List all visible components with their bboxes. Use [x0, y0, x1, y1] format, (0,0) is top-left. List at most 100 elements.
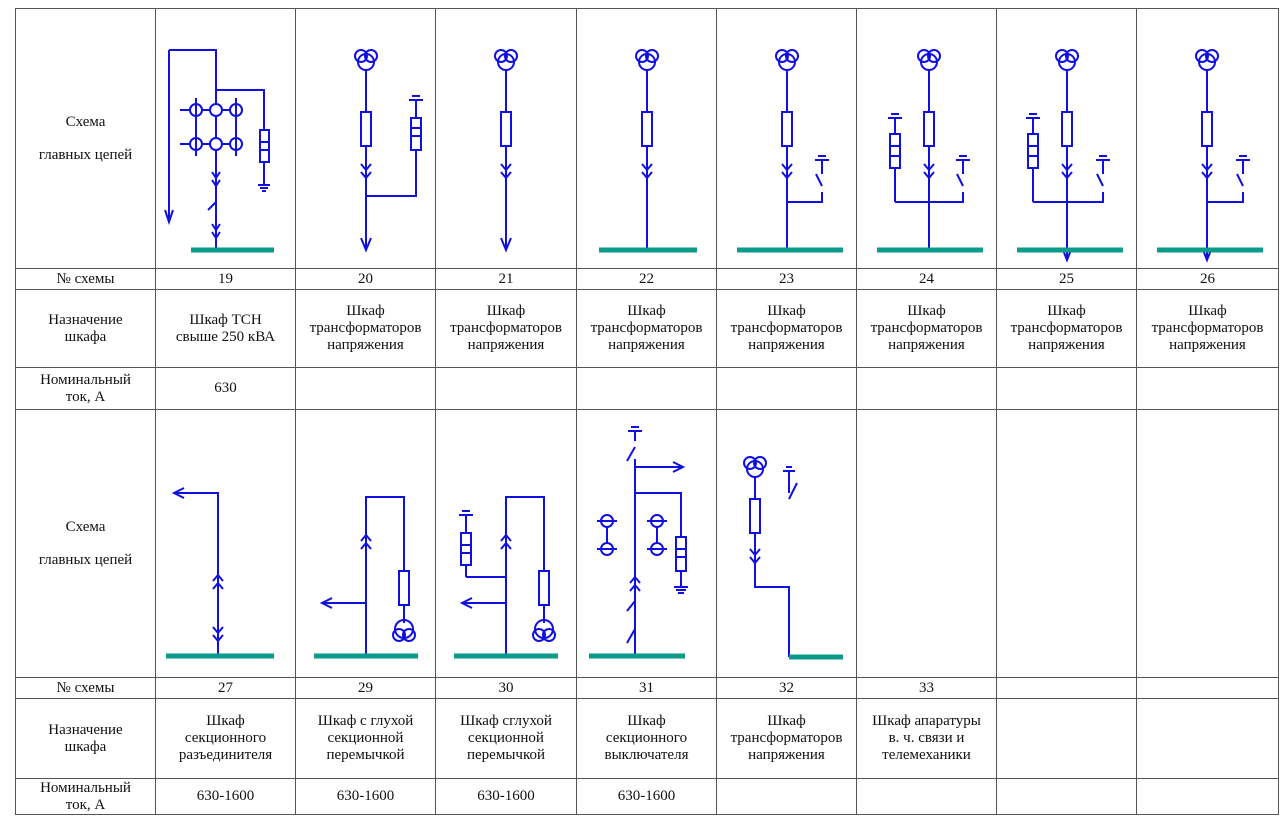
- purpose-line: Шкаф: [346, 303, 385, 319]
- scheme-label-line1: Схема: [65, 518, 106, 535]
- number-label: № схемы: [15, 268, 156, 290]
- purpose-label-line2: шкафа: [64, 738, 107, 755]
- purpose-line: телемеханики: [882, 747, 971, 763]
- purpose-label: Назначение шкафа: [15, 289, 156, 368]
- top-scheme-row: Схема главных цепей: [15, 8, 1279, 269]
- scheme-label: Схема главных цепей: [15, 409, 156, 678]
- number-cell: 32: [716, 677, 857, 699]
- purpose-cell: [1136, 698, 1279, 779]
- scheme-32: [716, 409, 857, 678]
- scheme-23: [716, 8, 857, 269]
- number-label: № схемы: [15, 677, 156, 699]
- scheme-empty: [996, 409, 1137, 678]
- schemes-table: Схема главных цепей: [15, 8, 1279, 815]
- purpose-line: напряжения: [888, 337, 965, 353]
- scheme-label-line2: главных цепей: [38, 551, 133, 568]
- purpose-line: перемычкой: [326, 747, 405, 763]
- purpose-line: Шкаф апаратуры: [872, 713, 981, 729]
- purpose-label-line1: Назначение: [48, 311, 123, 328]
- scheme-26: [1136, 8, 1279, 269]
- purpose-line: свыше 250 кВА: [175, 328, 276, 345]
- current-cell: 630-1600: [576, 778, 717, 815]
- scheme-25: [996, 8, 1137, 269]
- purpose-line: секционного: [184, 730, 267, 746]
- purpose-line: трансформаторов: [1151, 320, 1264, 336]
- current-cell: 630: [155, 367, 296, 410]
- purpose-line: Шкаф: [627, 303, 666, 319]
- number-cell: 30: [435, 677, 577, 699]
- purpose-line: разъединителя: [178, 747, 273, 763]
- scheme-label-line1: Схема: [65, 113, 106, 130]
- number-cell: 20: [295, 268, 436, 290]
- purpose-line: Шкаф: [486, 303, 526, 319]
- number-cell: [1136, 677, 1279, 699]
- purpose-line: трансформаторов: [590, 320, 703, 336]
- current-cell: [716, 778, 857, 815]
- purpose-line: напряжения: [1028, 337, 1105, 353]
- number-cell: 31: [576, 677, 717, 699]
- scheme-19: [155, 8, 296, 269]
- number-cell: 21: [435, 268, 577, 290]
- number-cell: 25: [996, 268, 1137, 290]
- current-cell: [1136, 778, 1279, 815]
- purpose-line: Шкаф: [1188, 303, 1227, 319]
- number-cell: 33: [856, 677, 997, 699]
- purpose-label: Назначение шкафа: [15, 698, 156, 779]
- purpose-line: выключателя: [604, 747, 689, 763]
- current-cell: [856, 367, 997, 410]
- purpose-line: секционной: [327, 730, 404, 746]
- purpose-line: Шкаф: [907, 303, 946, 319]
- scheme-empty: [1136, 409, 1279, 678]
- current-cell: 630-1600: [435, 778, 577, 815]
- number-cell: 23: [716, 268, 857, 290]
- current-cell: [856, 778, 997, 815]
- purpose-line: секционного: [605, 730, 688, 746]
- scheme-20: [295, 8, 436, 269]
- scheme-label: Схема главных цепей: [15, 8, 156, 269]
- scheme-24: [856, 8, 997, 269]
- current-label-line2: ток, А: [65, 796, 106, 813]
- current-cell: [576, 367, 717, 410]
- purpose-line: трансформаторов: [309, 320, 422, 336]
- scheme-27: [155, 409, 296, 678]
- current-cell: [1136, 367, 1279, 410]
- number-cell: 19: [155, 268, 296, 290]
- current-cell: [435, 367, 577, 410]
- current-cell: [295, 367, 436, 410]
- purpose-line: напряжения: [467, 337, 545, 353]
- purpose-line: секционной: [468, 730, 544, 746]
- current-label-line1: Номинальный: [40, 779, 131, 796]
- number-cell: 29: [295, 677, 436, 699]
- scheme-31: [576, 409, 717, 678]
- purpose-line: Шкаф: [767, 303, 806, 319]
- purpose-line: напряжения: [327, 337, 404, 353]
- number-cell: 24: [856, 268, 997, 290]
- number-cell: 22: [576, 268, 717, 290]
- scheme-21: [435, 8, 577, 269]
- bottom-number-row: № схемы 27 29 30 31 32 33: [15, 677, 1279, 699]
- purpose-label-line1: Назначение: [48, 721, 123, 738]
- current-label-line2: ток, А: [65, 388, 106, 405]
- bottom-scheme-row: Схема главных цепей: [15, 409, 1279, 678]
- current-cell: [716, 367, 857, 410]
- purpose-line: перемычкой: [466, 747, 545, 763]
- purpose-line: напряжения: [748, 747, 825, 763]
- purpose-line: напряжения: [1169, 337, 1246, 353]
- purpose-line: Шкаф: [767, 713, 806, 729]
- current-cell: [996, 778, 1137, 815]
